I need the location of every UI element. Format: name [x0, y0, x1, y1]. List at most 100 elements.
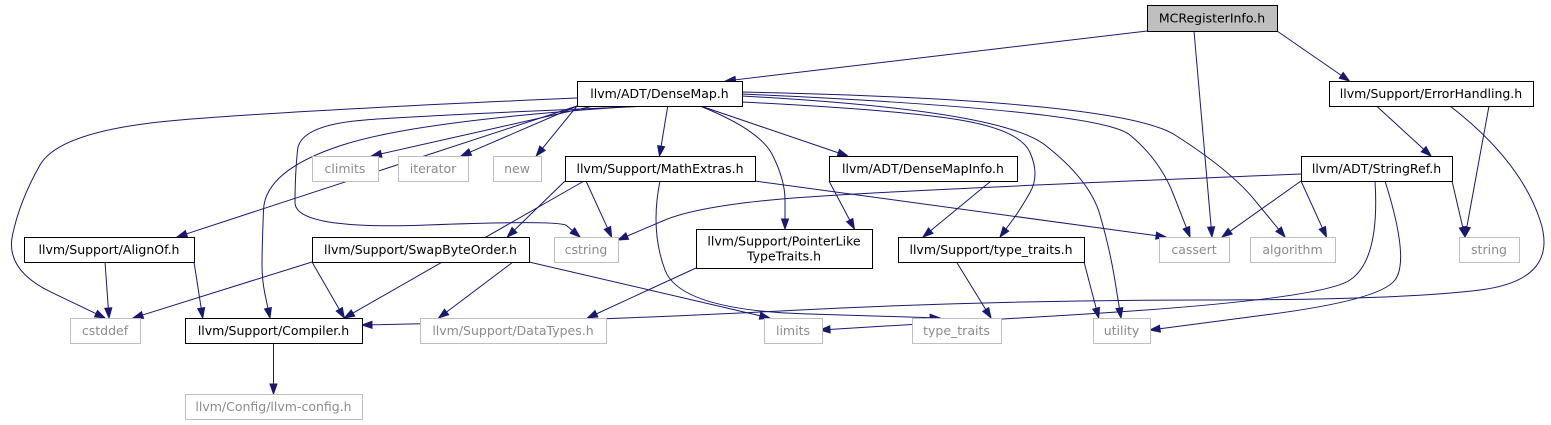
edge-line: [741, 95, 1121, 310]
node-label: algorithm: [1262, 242, 1322, 257]
node-label: type_traits: [923, 323, 990, 338]
node-label: MCRegisterInfo.h: [1159, 11, 1265, 26]
node-label: cstddef: [82, 323, 129, 338]
node-compiler[interactable]: llvm/Support/Compiler.h: [185, 318, 363, 344]
edge-line: [261, 105, 641, 310]
edge-mcreg-to-errhand: [1276, 30, 1351, 82]
node-box: [1329, 81, 1534, 107]
node-cstddef: cstddef: [70, 318, 141, 344]
node-new: new: [493, 156, 542, 182]
node-box: [420, 318, 607, 344]
node-label: llvm/Config/llvm-config.h: [195, 399, 351, 414]
node-errhand[interactable]: llvm/Support/ErrorHandling.h: [1329, 81, 1534, 107]
node-cstring: cstring: [554, 237, 619, 263]
node-densemapinfo[interactable]: llvm/ADT/DenseMapInfo.h: [829, 156, 1018, 182]
node-label: llvm/Support/PointerLike: [707, 234, 860, 249]
edge-line: [626, 173, 1302, 237]
node-alignof[interactable]: llvm/Support/AlignOf.h: [24, 237, 195, 263]
node-mathextras[interactable]: llvm/Support/MathExtras.h: [565, 156, 756, 182]
edge-densemapinfo-to-typetraits_h: [921, 180, 992, 238]
node-label: llvm/Support/AlignOf.h: [39, 242, 180, 257]
arrowhead: [269, 383, 278, 396]
arrowhead: [780, 218, 790, 231]
arrowhead: [437, 308, 450, 319]
edge-stringref-to-string: [1451, 180, 1467, 239]
arrowhead: [921, 227, 934, 238]
edge-line: [10, 97, 578, 315]
node-box: [829, 156, 1018, 182]
arrowhead: [836, 148, 850, 157]
node-box: [1159, 237, 1230, 263]
arrowhead: [1318, 225, 1328, 239]
arrowhead: [196, 306, 206, 320]
node-swapbyte[interactable]: llvm/Support/SwapByteOrder.h: [312, 237, 530, 263]
arrowhead: [1275, 226, 1286, 239]
arrowhead: [1220, 227, 1233, 238]
edge-typetraits_h-to-type_traits: [956, 261, 992, 320]
node-box: [185, 318, 363, 344]
node-label: cstring: [565, 242, 608, 257]
arrowhead: [999, 226, 1010, 239]
edge-typetraits_h-to-utility: [1083, 261, 1101, 320]
arrowhead: [131, 310, 145, 319]
edge-alignof-to-compiler: [193, 261, 206, 320]
arrowhead: [1091, 306, 1101, 320]
node-label: llvm/ADT/StringRef.h: [1312, 161, 1441, 176]
arrowhead: [360, 320, 373, 329]
node-mcreg[interactable]: MCRegisterInfo.h: [1147, 5, 1278, 32]
edge-line: [741, 93, 1188, 229]
edge-line: [1083, 261, 1097, 310]
node-label: llvm/Support/DataTypes.h: [432, 323, 593, 338]
edge-line: [1376, 105, 1425, 151]
node-box: [912, 318, 1002, 344]
arrowhead: [1420, 145, 1433, 158]
node-iterator: iterator: [398, 156, 469, 182]
node-box: [554, 237, 619, 263]
edge-densemap-to-typetraits_h: [741, 101, 1036, 239]
edge-densemap-to-new: [535, 105, 578, 158]
edge-stringref-to-utility: [1148, 180, 1402, 333]
node-box: [577, 81, 743, 107]
edge-line: [929, 180, 992, 232]
edge-densemap-to-mathextras: [657, 105, 669, 158]
edge-densemap-to-compiler: [261, 105, 641, 320]
edge-densemap-to-pointerlike: [699, 105, 790, 231]
node-box: [1250, 237, 1336, 263]
edge-line: [828, 180, 851, 222]
edge-line: [956, 261, 987, 311]
node-box: [312, 237, 530, 263]
edge-densemap-to-cstddef: [10, 97, 578, 319]
edge-line: [193, 261, 202, 310]
arrowhead: [845, 217, 856, 231]
edge-line: [1300, 180, 1324, 230]
node-llvmconfig: llvm/Config/llvm-config.h: [185, 394, 363, 420]
node-cassert: cassert: [1159, 237, 1230, 263]
edge-line: [185, 105, 578, 235]
edge-swapbyte-to-compiler: [311, 261, 346, 320]
edge-densemap-to-iterator: [459, 105, 578, 157]
arrowhead: [981, 306, 992, 320]
node-algorithm: algorithm: [1250, 237, 1336, 263]
nodes-layer: MCRegisterInfo.h llvm/ADT/DenseMap.h llvm/…: [24, 5, 1534, 420]
edge-densemap-to-densemapinfo: [700, 105, 850, 157]
node-densemap[interactable]: llvm/ADT/DenseMap.h: [577, 81, 743, 107]
node-utility: utility: [1093, 318, 1151, 344]
node-label: iterator: [410, 161, 457, 176]
node-label: cassert: [1171, 242, 1216, 257]
node-label: string: [1471, 242, 1507, 257]
node-label: llvm/Support/Compiler.h: [198, 323, 349, 338]
arrowhead: [1115, 306, 1124, 320]
edge-line: [469, 105, 578, 153]
edge-line: [660, 105, 669, 148]
node-label: llvm/Support/SwapByteOrder.h: [324, 242, 517, 257]
node-typetraits_h[interactable]: llvm/Support/type_traits.h: [898, 237, 1085, 263]
node-box: [565, 156, 756, 182]
arrowhead: [569, 226, 582, 238]
node-box: [70, 318, 141, 344]
edge-densemap-to-cassert: [741, 93, 1191, 239]
node-stringref[interactable]: llvm/ADT/StringRef.h: [1301, 156, 1453, 182]
arrowhead: [506, 226, 518, 239]
edge-swapbyte-to-limits: [528, 261, 772, 320]
arrowhead: [93, 309, 107, 319]
